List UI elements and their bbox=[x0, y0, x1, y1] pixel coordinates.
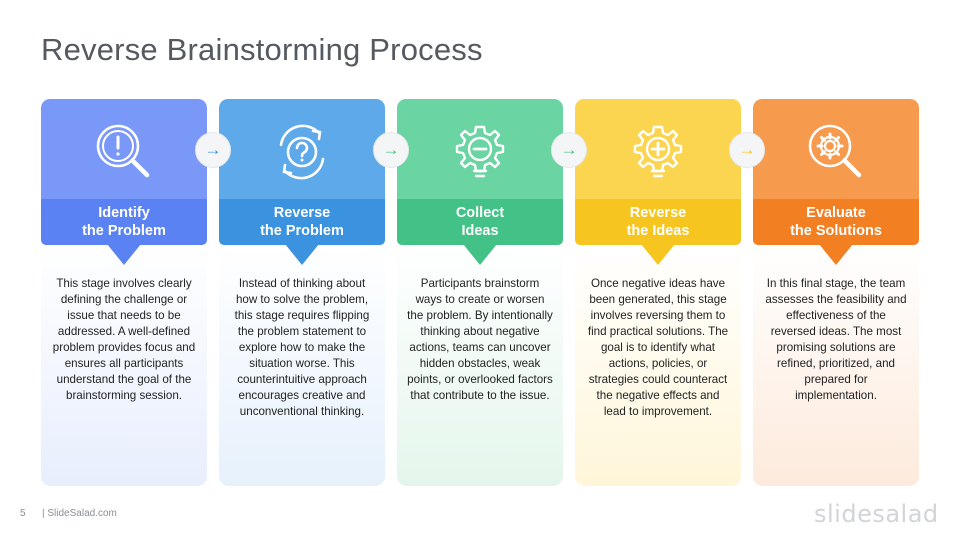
arrow-right-icon: → bbox=[195, 132, 231, 168]
stage-description: Participants brainstorm ways to create o… bbox=[407, 277, 553, 402]
slide-title: Reverse Brainstorming Process bbox=[41, 32, 483, 67]
stage-pointer bbox=[463, 244, 497, 265]
arrow-right-icon: → bbox=[373, 132, 409, 168]
stage-title-line2: the Ideas bbox=[626, 223, 690, 239]
stage-title-line2: the Solutions bbox=[790, 223, 882, 239]
arrow-glyph: → bbox=[738, 140, 756, 159]
stage-title-line1: Reverse bbox=[629, 205, 687, 221]
stage-title-line2: the Problem bbox=[260, 223, 344, 239]
stage-body bbox=[753, 245, 919, 486]
stage-pointer bbox=[285, 244, 319, 265]
stage-body bbox=[41, 245, 207, 486]
stage-body bbox=[219, 245, 385, 486]
stage-description: This stage involves clearly defining the… bbox=[52, 277, 196, 402]
stage-pointer bbox=[819, 244, 853, 265]
stage-body bbox=[397, 245, 563, 486]
stage-header bbox=[219, 99, 385, 199]
stage-title: Identify the Problem bbox=[41, 199, 207, 245]
arrow-glyph: → bbox=[560, 140, 578, 159]
stage-title-line2: the Problem bbox=[82, 223, 166, 239]
stage-title: Evaluate the Solutions bbox=[753, 199, 919, 245]
stage-header bbox=[753, 99, 919, 199]
stage-identify-problem: Identify the Problem This stage involves … bbox=[41, 99, 207, 486]
gear-bulb-minus-icon bbox=[455, 125, 505, 178]
brand-logo: slidesalad bbox=[814, 500, 939, 528]
stage-evaluate-solutions: Evaluate the Solutions In this final stag… bbox=[753, 99, 919, 486]
stage-title: Reverse the Problem bbox=[219, 199, 385, 245]
arrow-glyph: → bbox=[204, 140, 222, 159]
stage-description: In this final stage, the team assesses t… bbox=[765, 277, 907, 402]
stage-title-line1: Evaluate bbox=[806, 205, 866, 221]
stage-reverse-ideas: Reverse the Ideas Once negative ideas hav… bbox=[575, 99, 741, 486]
stage-header bbox=[41, 99, 207, 199]
stage-description: Instead of thinking about how to solve t… bbox=[234, 277, 370, 418]
page-number: 5 bbox=[20, 508, 26, 519]
arrow-right-icon: → bbox=[729, 132, 765, 168]
stage-pointer bbox=[641, 244, 675, 265]
stage-title: Reverse the Ideas bbox=[575, 199, 741, 245]
magnifier-gear-icon bbox=[808, 124, 862, 178]
stage-title-line1: Reverse bbox=[273, 205, 331, 221]
stage-body bbox=[575, 245, 741, 486]
arrow-right-icon: → bbox=[551, 132, 587, 168]
stage-title-line1: Identify bbox=[98, 205, 150, 221]
stage-title-line2: Ideas bbox=[461, 223, 499, 239]
arrow-glyph: → bbox=[382, 140, 400, 159]
stage-pointer bbox=[107, 244, 141, 265]
cycle-question-icon bbox=[279, 124, 325, 180]
stage-title-line1: Collect bbox=[455, 205, 505, 221]
stage-reverse-problem: Reverse the Problem Instead of thinking a… bbox=[219, 99, 385, 486]
footer-site-link[interactable]: | SlideSalad.com bbox=[42, 508, 117, 519]
magnifier-exclamation-icon bbox=[96, 124, 150, 178]
gear-bulb-plus-icon bbox=[633, 125, 683, 178]
stage-description: Once negative ideas have been generated,… bbox=[587, 277, 729, 418]
